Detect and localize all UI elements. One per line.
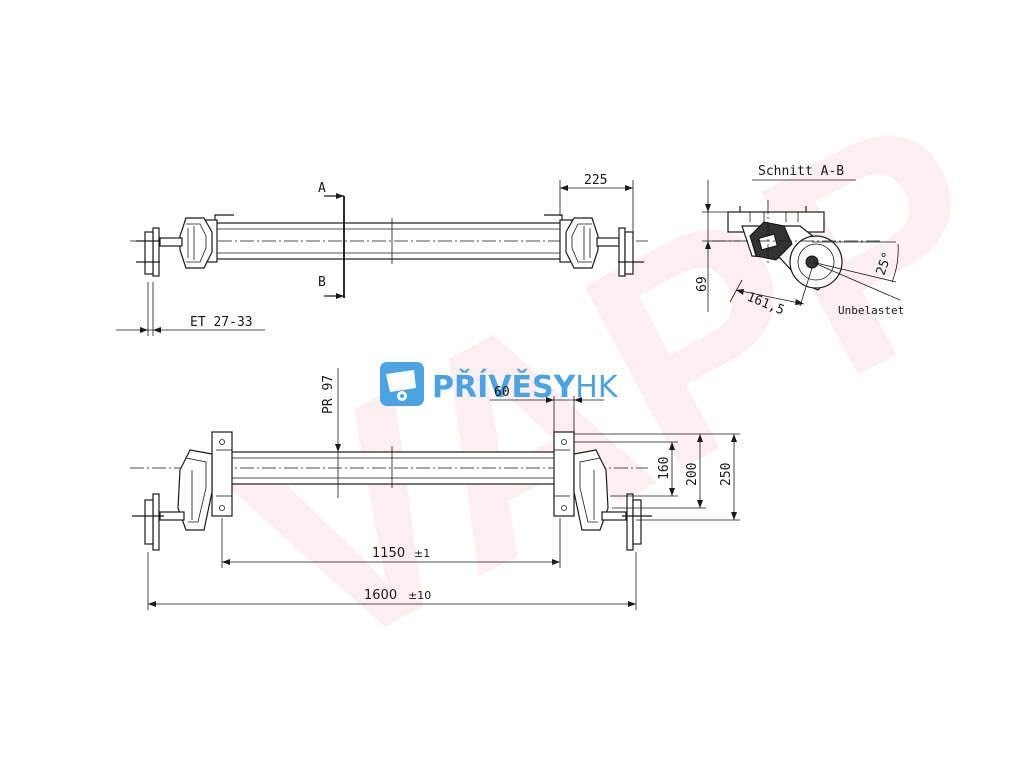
dim-et: ET 27-33 — [116, 282, 265, 336]
dim-200-label: 200 — [685, 463, 700, 486]
top-view-axle — [130, 214, 648, 277]
dim-inner-1150: 1150 ±1 — [221, 518, 561, 568]
brand-logo: PŘÍVĚSYHK — [380, 362, 619, 406]
section-label-b: B — [318, 275, 326, 290]
dim-60-label: 60 — [494, 385, 510, 400]
dim-profile: PR 97 — [321, 368, 341, 498]
unloaded-label: Unbelastet — [838, 304, 904, 317]
brand-name: PŘÍVĚSYHK — [432, 369, 619, 405]
brand-light: HK — [575, 370, 619, 405]
dim-flange-225: 225 — [559, 173, 634, 235]
section-view: Schnitt A-B 25° 69 — [695, 164, 904, 318]
dim-et-label: ET 27-33 — [190, 315, 253, 330]
section-line-ab: A B — [318, 181, 345, 299]
dim-outer-1600: 1600 ±10 — [147, 552, 637, 610]
dim-160-label: 160 — [657, 457, 672, 480]
dim-profile-label: PR 97 — [321, 375, 336, 414]
section-label-a: A — [318, 181, 326, 196]
dim-1600-tol: ±10 — [408, 589, 431, 602]
dim-bracket-60: 60 — [490, 385, 604, 432]
dim-1150-label: 1150 — [372, 546, 405, 561]
bottom-view-axle — [130, 431, 652, 551]
dim-250-label: 250 — [719, 463, 734, 486]
brand-bold: PŘÍVĚSY — [432, 369, 577, 405]
section-title: Schnitt A-B — [758, 164, 844, 179]
trailer-icon — [380, 362, 424, 406]
dim-1600-label: 1600 — [364, 588, 397, 603]
dim-1150-tol: ±1 — [414, 547, 430, 560]
dim-vertical-group: 160 200 250 — [574, 433, 740, 521]
dim-height-label: 69 — [695, 276, 710, 292]
dim-225-label: 225 — [584, 173, 607, 188]
